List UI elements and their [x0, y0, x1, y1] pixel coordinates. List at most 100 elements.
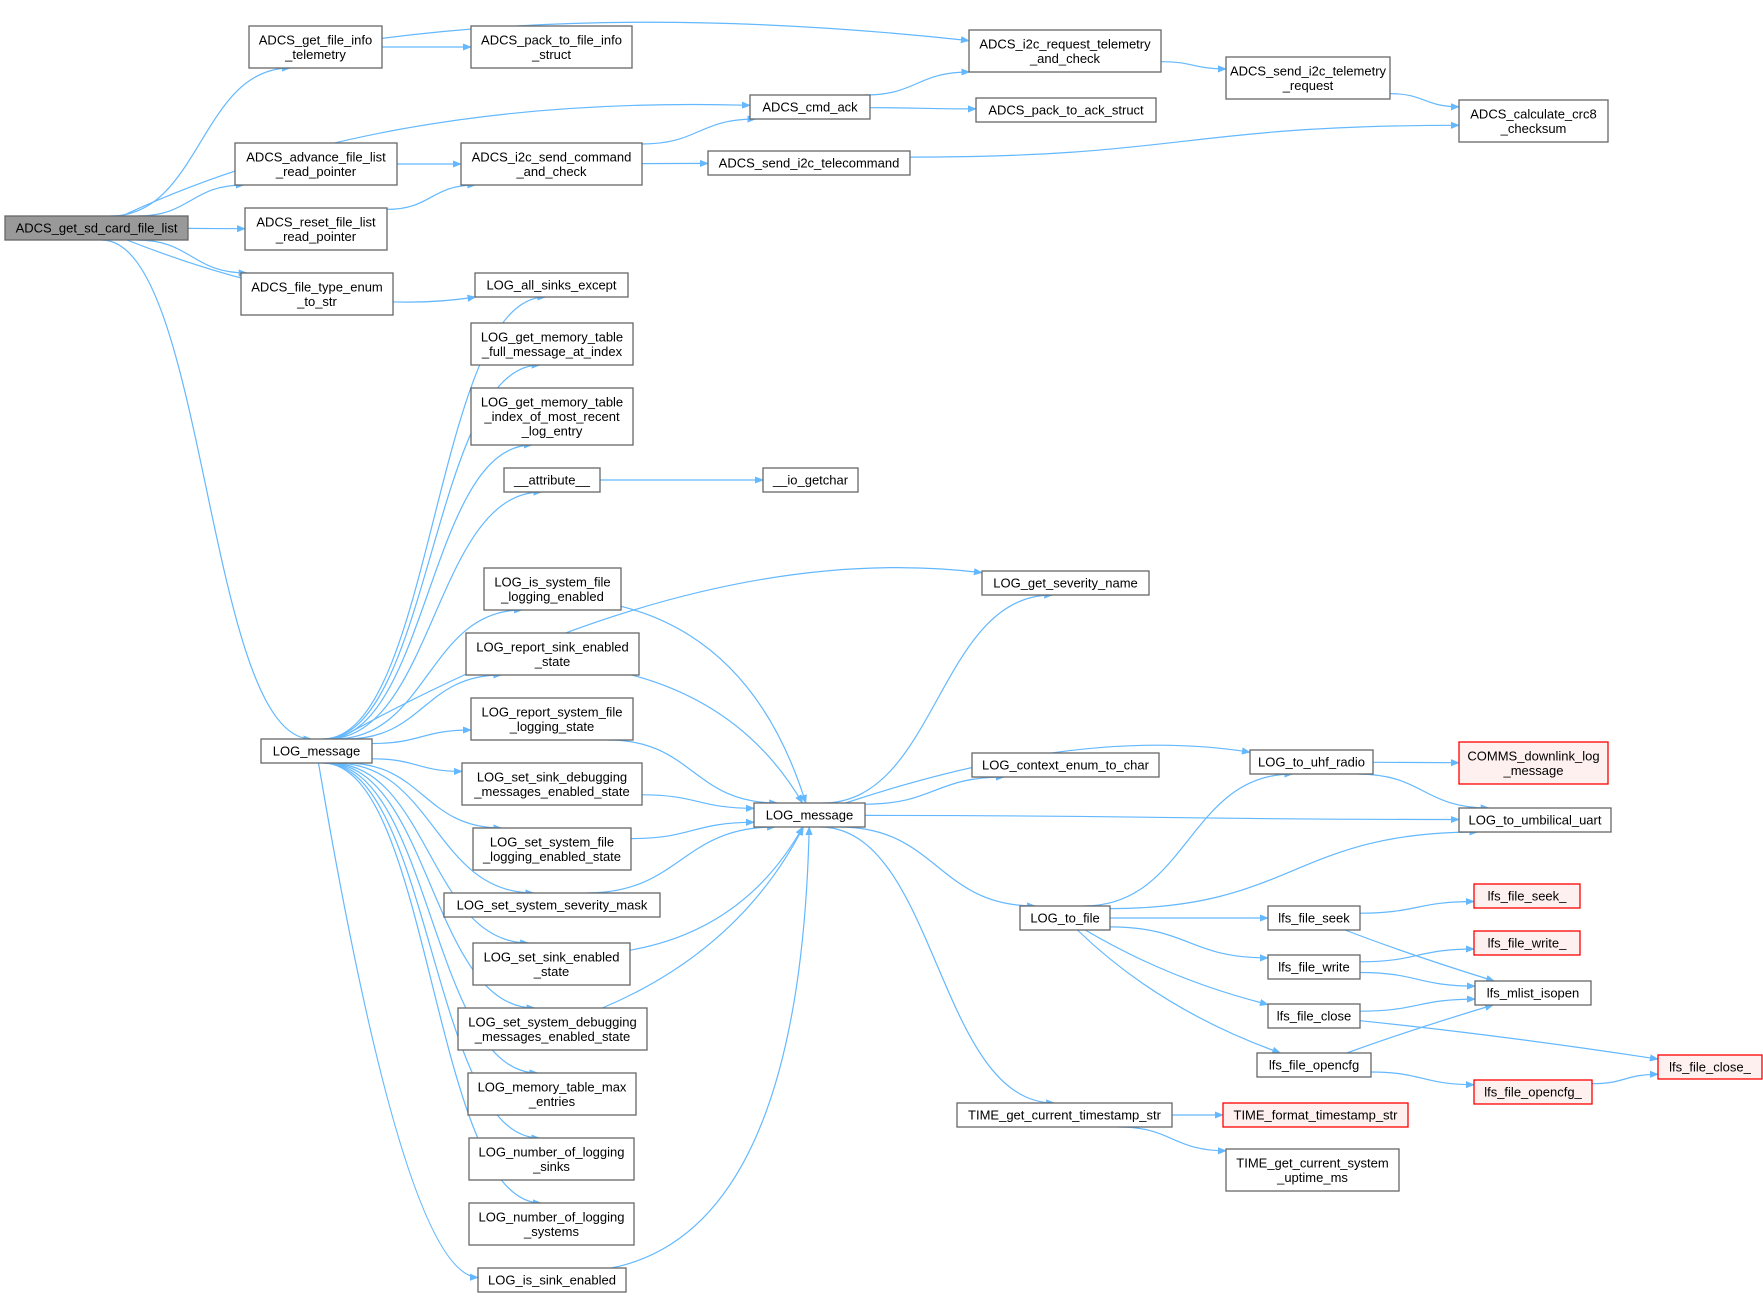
- node-report_sys_file[interactable]: LOG_report_system_file_logging_state: [470, 697, 634, 741]
- node-box: [1474, 980, 1592, 1006]
- node-box: [465, 632, 640, 676]
- node-report_sink[interactable]: LOG_report_sink_enabled_state: [465, 632, 640, 676]
- node-label: LOG_report_system_file: [482, 704, 623, 719]
- node-mem_full_msg[interactable]: LOG_get_memory_table_full_message_at_ind…: [470, 322, 634, 366]
- node-pack_ack[interactable]: ADCS_pack_to_ack_struct: [975, 97, 1157, 123]
- edge-reset_ptr-to-i2c_send_cmd: [386, 181, 477, 210]
- node-time_uptime[interactable]: TIME_get_current_system_uptime_ms: [1225, 1148, 1400, 1192]
- edge-root-to-cmd_ack: [121, 101, 751, 217]
- node-box: [472, 827, 632, 871]
- node-send_i2c_telecmd[interactable]: ADCS_send_i2c_telecommand: [707, 150, 911, 176]
- node-reset_ptr[interactable]: ADCS_reset_file_list_read_pointer: [244, 207, 388, 251]
- node-lfs_seek[interactable]: lfs_file_seek: [1267, 905, 1361, 931]
- node-box: [483, 567, 622, 611]
- node-label: LOG_get_memory_table: [481, 395, 623, 410]
- node-file_type_enum[interactable]: ADCS_file_type_enum_to_str: [240, 272, 394, 316]
- node-box: [1657, 1054, 1763, 1080]
- node-lfs_opencfg[interactable]: lfs_file_opencfg: [1256, 1052, 1372, 1078]
- node-num_systems[interactable]: LOG_number_of_logging_systems: [468, 1202, 635, 1246]
- node-lfs_close[interactable]: lfs_file_close: [1267, 1003, 1361, 1029]
- node-comms_downlink[interactable]: COMMS_downlink_log_message: [1458, 741, 1609, 785]
- node-box: [968, 29, 1162, 73]
- node-i2c_send_cmd[interactable]: ADCS_i2c_send_command_and_check: [460, 142, 643, 186]
- node-label: LOG_context_enum_to_char: [982, 758, 1150, 773]
- node-root[interactable]: ADCS_get_sd_card_file_list: [4, 215, 189, 241]
- edge-set_sys_debug-to-log_message_b: [602, 826, 804, 1009]
- edge-lfs_opencfg_-to-lfs_close_: [1591, 1070, 1659, 1085]
- node-lfs_write[interactable]: lfs_file_write: [1267, 954, 1361, 980]
- node-set_sink_enabled[interactable]: LOG_set_sink_enabled_state: [472, 942, 631, 986]
- edge-lfs_opencfg-to-mlist_isopen: [1346, 1003, 1494, 1054]
- node-crc8[interactable]: ADCS_calculate_crc8_checksum: [1458, 99, 1609, 143]
- node-label: _to_str: [296, 294, 337, 309]
- edge-root-to-log_message_a: [101, 239, 313, 743]
- node-io_getchar[interactable]: __io_getchar: [762, 467, 859, 493]
- node-is_sys_file[interactable]: LOG_is_system_file_logging_enabled: [483, 567, 622, 611]
- node-box: [260, 738, 373, 764]
- node-to_uart[interactable]: LOG_to_umbilical_uart: [1458, 807, 1612, 833]
- node-box: [1458, 807, 1612, 833]
- node-lfs_close_[interactable]: lfs_file_close_: [1657, 1054, 1763, 1080]
- node-box: [1225, 1148, 1400, 1192]
- node-to_uhf[interactable]: LOG_to_uhf_radio: [1249, 749, 1374, 775]
- node-box: [762, 467, 859, 493]
- node-num_sinks[interactable]: LOG_number_of_logging_sinks: [468, 1137, 635, 1181]
- edge-log_message_b-to-to_file: [839, 826, 1037, 910]
- node-box: [460, 142, 643, 186]
- node-log_message_b[interactable]: LOG_message: [753, 802, 866, 828]
- node-box: [956, 1102, 1173, 1128]
- node-box: [1473, 883, 1581, 909]
- node-box: [470, 322, 634, 366]
- edge-log_message_a-to-is_sink_enabled: [317, 762, 479, 1281]
- node-label: _state: [533, 964, 569, 979]
- node-lfs_write_[interactable]: lfs_file_write_: [1473, 930, 1581, 956]
- node-attribute[interactable]: __attribute__: [503, 467, 601, 493]
- edge-log_message_a-to-is_sys_file: [333, 606, 523, 740]
- edge-log_message_b-to-to_uart: [864, 814, 1460, 824]
- node-label: LOG_to_file: [1030, 911, 1099, 926]
- node-mem_recent[interactable]: LOG_get_memory_table_index_of_most_recen…: [470, 387, 634, 446]
- edge-time_ts_str-to-time_uptime: [1118, 1126, 1227, 1155]
- node-box: [1256, 1052, 1372, 1078]
- node-label: _struct: [531, 47, 571, 62]
- node-all_sinks_except[interactable]: LOG_all_sinks_except: [474, 272, 629, 298]
- node-time_ts_str[interactable]: TIME_get_current_timestamp_str: [956, 1102, 1173, 1128]
- node-severity_name[interactable]: LOG_get_severity_name: [981, 570, 1150, 596]
- node-label: _state: [534, 654, 570, 669]
- node-ctx_enum[interactable]: LOG_context_enum_to_char: [971, 752, 1160, 778]
- node-box: [503, 467, 601, 493]
- node-label: _messages_enabled_state: [474, 1029, 630, 1044]
- node-pack_file_info[interactable]: ADCS_pack_to_file_info_struct: [470, 25, 633, 69]
- node-to_file[interactable]: LOG_to_file: [1019, 905, 1111, 931]
- node-label: ADCS_get_sd_card_file_list: [16, 221, 178, 236]
- node-set_sink_debug[interactable]: LOG_set_sink_debugging_messages_enabled_…: [461, 762, 643, 806]
- node-label: LOG_set_system_severity_mask: [457, 898, 648, 913]
- node-get_file_info_tel[interactable]: ADCS_get_file_info_telemetry: [248, 25, 383, 69]
- node-box: [1267, 905, 1361, 931]
- node-log_message_a[interactable]: LOG_message: [260, 738, 373, 764]
- node-set_sys_debug[interactable]: LOG_set_system_debugging_messages_enable…: [457, 1007, 648, 1051]
- node-set_sys_file[interactable]: LOG_set_system_file_logging_enabled_stat…: [472, 827, 632, 871]
- node-mlist_isopen[interactable]: lfs_mlist_isopen: [1474, 980, 1592, 1006]
- node-label: LOG_message: [766, 808, 853, 823]
- node-advance_ptr[interactable]: ADCS_advance_file_list_read_pointer: [234, 142, 398, 186]
- node-label: LOG_to_umbilical_uart: [1469, 813, 1602, 828]
- node-time_fmt[interactable]: TIME_format_timestamp_str: [1222, 1102, 1409, 1128]
- node-box: [461, 762, 643, 806]
- node-label: _logging_state: [509, 719, 595, 734]
- node-label: lfs_file_close_: [1669, 1060, 1751, 1075]
- node-cmd_ack[interactable]: ADCS_cmd_ack: [749, 94, 871, 120]
- edge-send_i2c_tel_req-to-crc8: [1389, 93, 1460, 111]
- edge-lfs_write-to-mlist_isopen: [1359, 971, 1476, 990]
- node-label: LOG_number_of_logging: [479, 1144, 625, 1159]
- node-set_sev_mask[interactable]: LOG_set_system_severity_mask: [443, 892, 661, 918]
- node-is_sink_enabled[interactable]: LOG_is_sink_enabled: [477, 1267, 627, 1293]
- node-lfs_opencfg_[interactable]: lfs_file_opencfg_: [1473, 1079, 1593, 1105]
- node-send_i2c_tel_req[interactable]: ADCS_send_i2c_telemetry_request: [1225, 56, 1391, 100]
- node-i2c_req_tel[interactable]: ADCS_i2c_request_telemetry_and_check: [968, 29, 1162, 73]
- node-label: lfs_file_opencfg_: [1484, 1085, 1582, 1100]
- node-label: LOG_number_of_logging: [479, 1209, 625, 1224]
- node-mem_max[interactable]: LOG_memory_table_max_entries: [467, 1072, 637, 1116]
- node-lfs_seek_[interactable]: lfs_file_seek_: [1473, 883, 1581, 909]
